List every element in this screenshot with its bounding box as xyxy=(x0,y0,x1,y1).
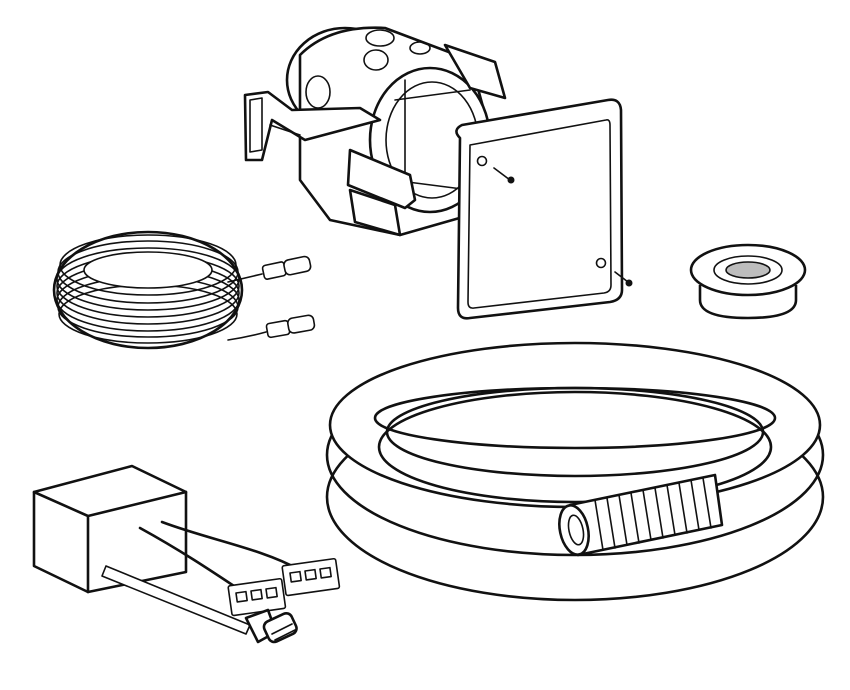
knockout-2 xyxy=(363,49,389,71)
bottom-bracket xyxy=(348,188,402,237)
conduit-coil-inner-1 xyxy=(377,390,773,504)
psu-wire-1 xyxy=(160,520,302,572)
conduit-corrugations xyxy=(594,477,712,551)
plug-1-collar xyxy=(261,261,287,280)
psu-box-edges xyxy=(32,490,188,594)
connector-2-pin-3 xyxy=(265,586,278,599)
psu-box xyxy=(32,464,188,594)
bracket-detail xyxy=(249,97,301,153)
angled-plug-thread xyxy=(271,623,296,641)
cable-coil-outline xyxy=(52,230,244,350)
plug-2-head xyxy=(286,314,316,334)
cover-plate-rim xyxy=(467,119,612,309)
plug-2-collar xyxy=(265,319,291,339)
grommet-icon xyxy=(689,243,807,320)
knockout-1 xyxy=(365,29,395,47)
screw-2-head xyxy=(625,279,633,287)
screw-2-shaft xyxy=(614,271,629,283)
coiled-cable-icon xyxy=(52,230,316,350)
conduit-coil-inner-3 xyxy=(373,386,777,450)
cover-screw-hole-2 xyxy=(595,257,607,269)
connector-2-pin-2 xyxy=(250,588,263,601)
junction-box-icon xyxy=(243,26,633,320)
psu-cable-main xyxy=(101,565,251,635)
power-supply-icon xyxy=(32,464,341,644)
screw-1-head xyxy=(507,176,515,184)
knockout-4 xyxy=(409,41,431,55)
plug-1-head xyxy=(283,255,312,276)
conduit-opening-inner xyxy=(567,514,585,546)
connector-2-pin-1 xyxy=(235,590,248,603)
cable-lead-2 xyxy=(227,331,267,341)
connector-1-pin-1 xyxy=(289,570,302,583)
cable-lead-1 xyxy=(227,273,263,283)
screw-1-shaft xyxy=(493,167,511,181)
cover-screw-hole-1 xyxy=(476,155,488,167)
connector-1-pin-2 xyxy=(304,568,317,581)
psu-wire-2 xyxy=(138,526,242,592)
angled-plug-head xyxy=(262,611,298,644)
cable-coil-centre xyxy=(83,251,213,289)
screw-clamp xyxy=(346,148,417,210)
connector-1-pin-3 xyxy=(319,566,332,579)
top-bracket xyxy=(443,43,507,100)
conduit-coil-top xyxy=(328,341,822,509)
left-mounting-bracket xyxy=(243,90,382,162)
grommet-hole xyxy=(725,261,771,279)
conduit-coil-icon xyxy=(325,341,825,602)
cover-plate xyxy=(455,98,624,320)
